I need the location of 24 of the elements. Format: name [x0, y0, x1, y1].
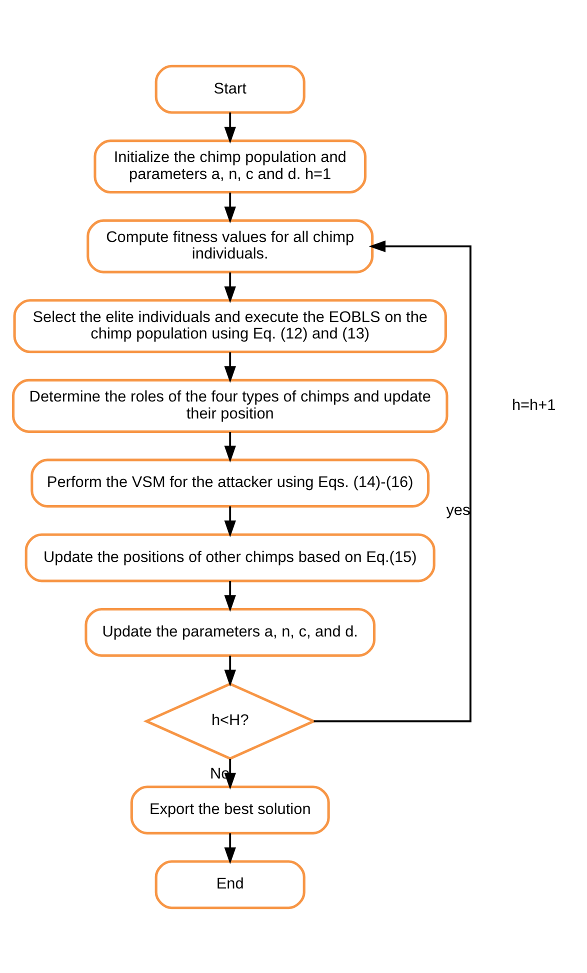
node-box: Initialize the chimp population and parameters a, n, c and d. h=1	[94, 139, 367, 194]
arrow	[224, 832, 236, 864]
arrow	[314, 240, 472, 722]
arrow	[224, 272, 236, 303]
arrow	[224, 192, 236, 223]
node-box: Update the positions of other chimps based on Eq.(15)	[24, 532, 436, 582]
arrow	[224, 352, 236, 382]
node-box: Select the elite individuals and execute the EOBLS on the chimp population using Eq. (12) and (13)	[13, 298, 447, 353]
arrow	[224, 432, 236, 462]
arrow	[224, 758, 236, 790]
node-box: Determine the roles of the four types of chimps and update their position	[12, 378, 448, 432]
node-box: Export the best solution	[130, 785, 330, 834]
node-box: End	[154, 860, 306, 909]
node-box: Start	[154, 64, 306, 114]
node-box: Perform the VSM for the attacker using Eqs. (14)-(16)	[30, 458, 430, 508]
arrow	[224, 580, 236, 612]
label: h=h+1	[512, 396, 556, 414]
node-box: Update the parameters a, n, c, and d.	[84, 607, 376, 656]
arrow	[224, 655, 236, 686]
arrow	[224, 112, 236, 144]
arrow	[224, 506, 236, 537]
node-diamond: h<H?	[143, 682, 317, 760]
node-box: Compute fitness values for all chimp individuals.	[86, 218, 374, 273]
edge-label: yes	[446, 501, 470, 518]
